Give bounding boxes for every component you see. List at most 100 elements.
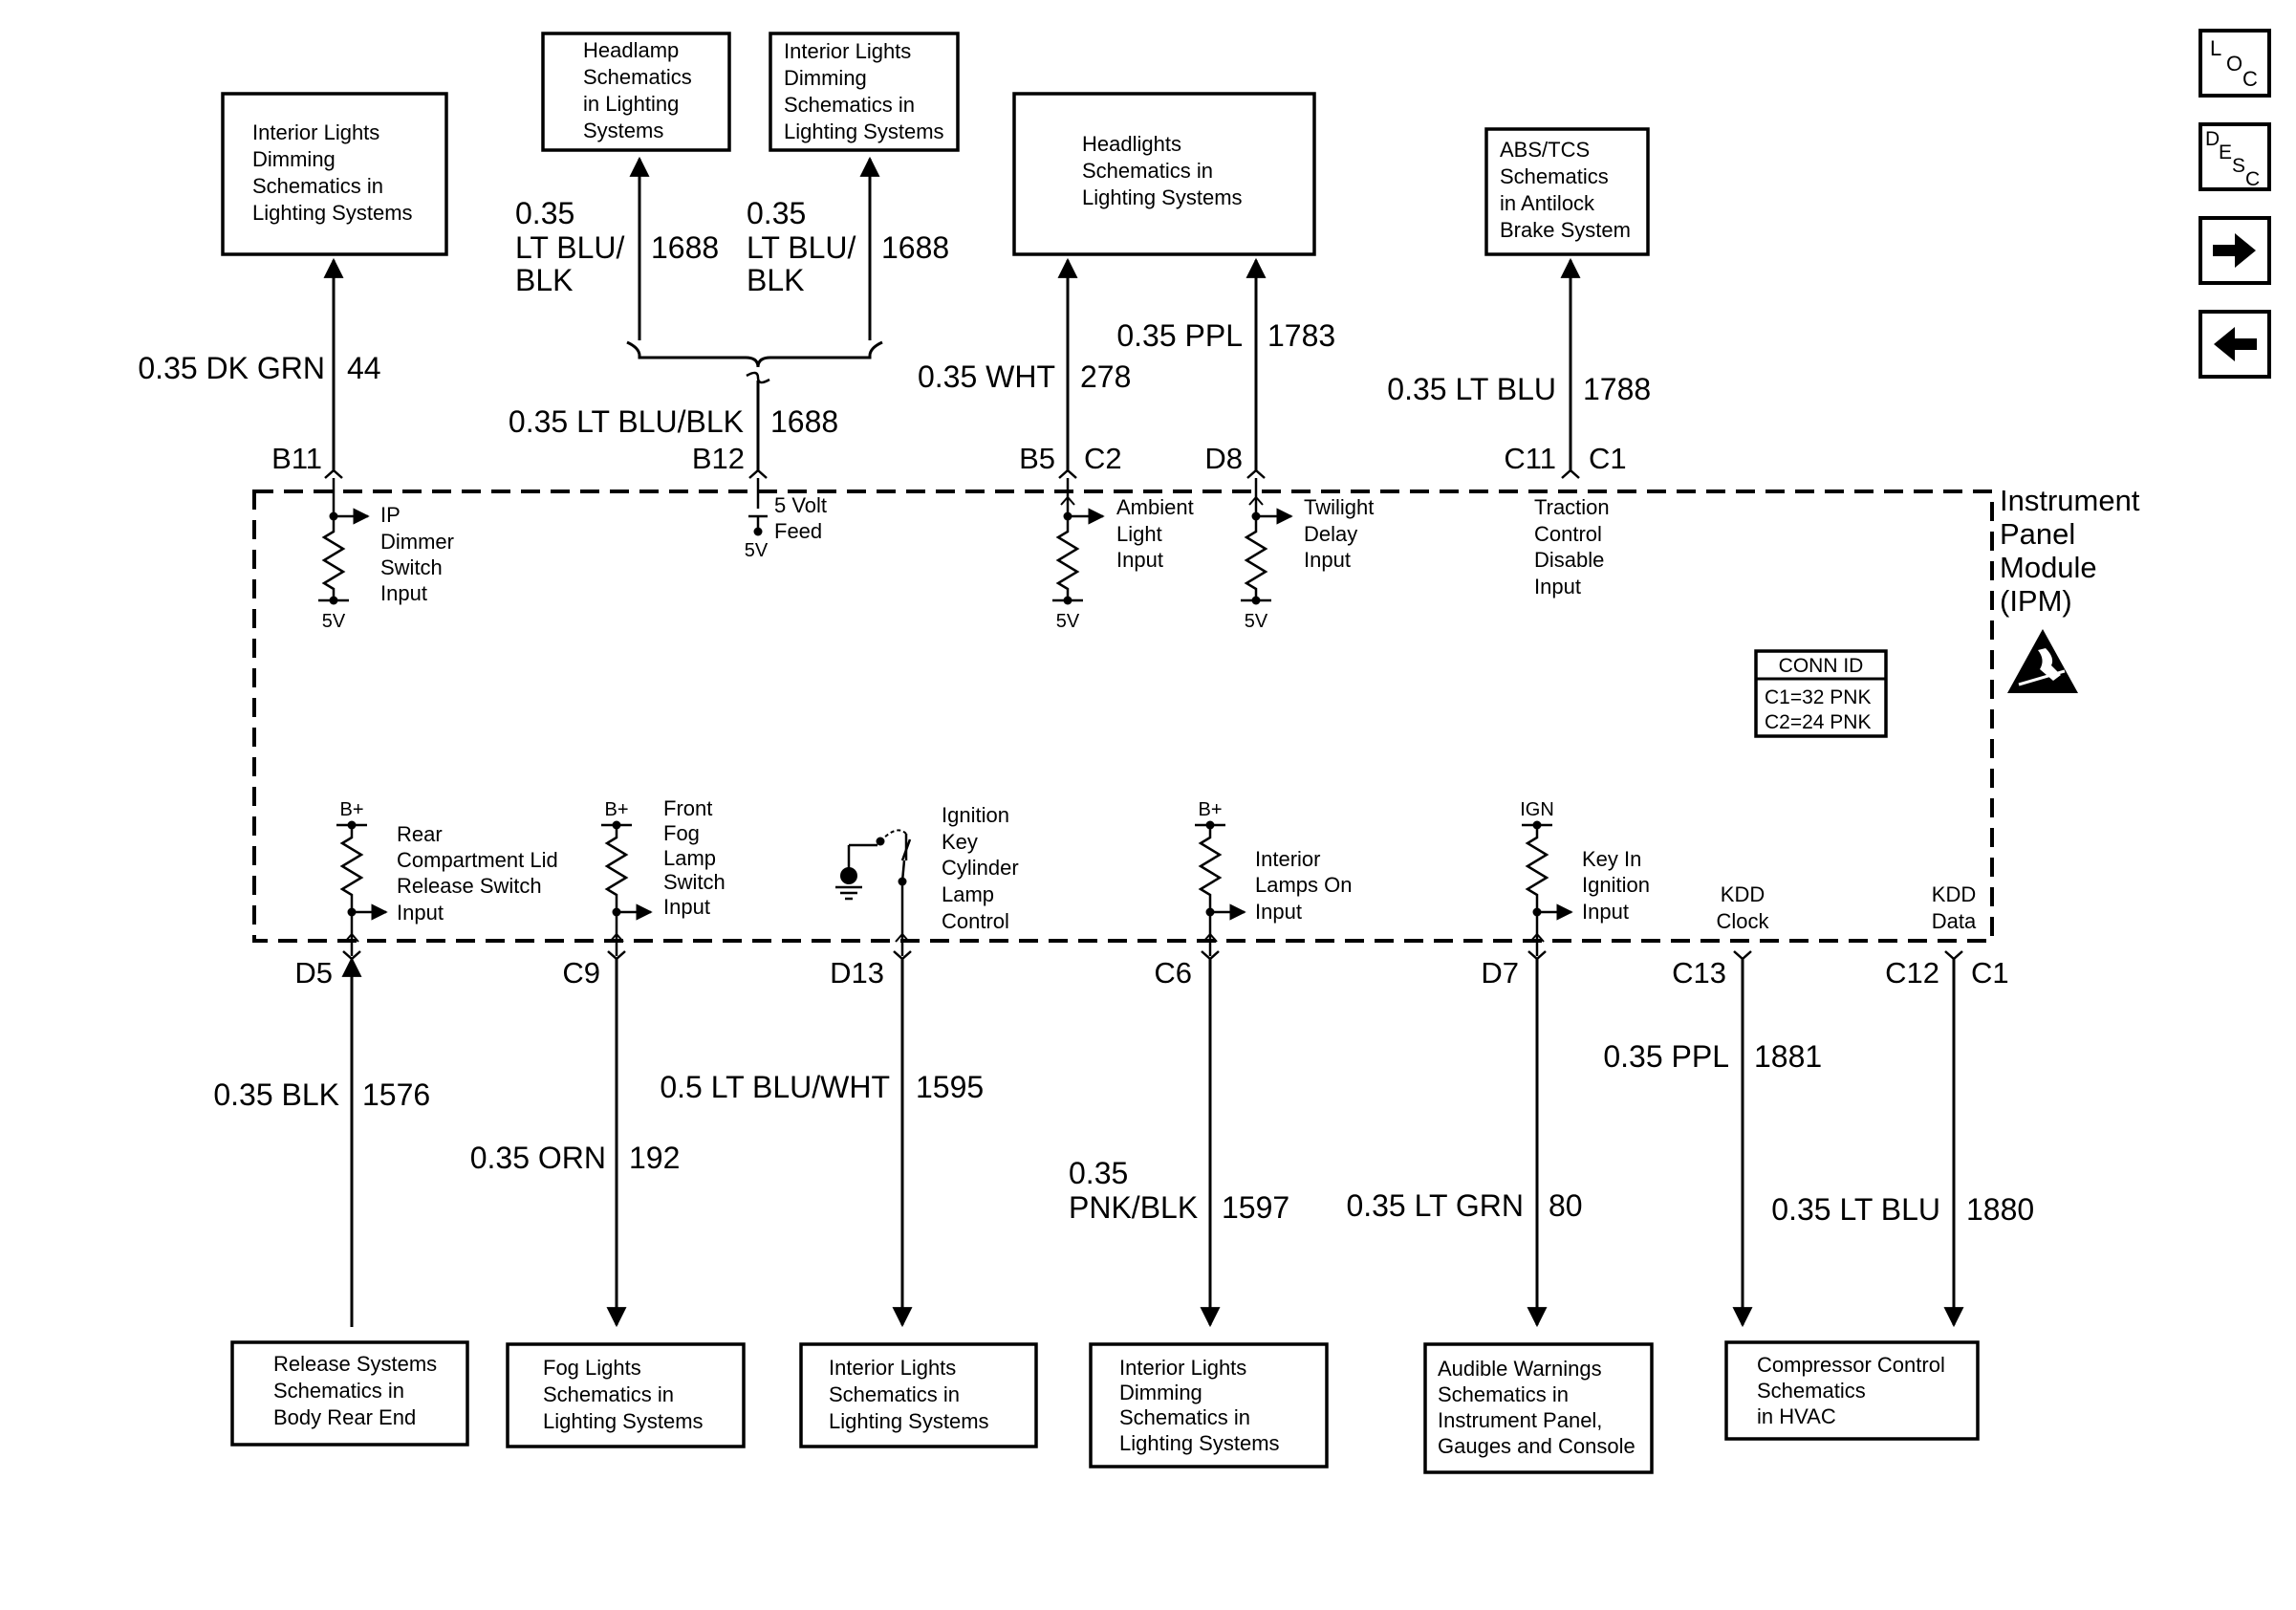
supply-label: B+ <box>604 799 628 820</box>
bottom-box-fog-lights: Fog Lights Schematics in Lighting System… <box>506 1342 746 1448</box>
circuit-number: 1783 <box>1267 318 1335 353</box>
box-text: Schematics <box>1757 1379 1866 1403</box>
internal-rear-compartment: B+ Rear Compartment Lid Release Switch I… <box>336 799 558 956</box>
arrow-right-icon <box>2213 233 2256 268</box>
top-box-interior-lights-dimming-2: Interior Lights Dimming Schematics in Li… <box>769 32 960 152</box>
box-text: Lighting Systems <box>543 1409 704 1433</box>
wire-size-color-label: 0.35 DK GRN <box>138 351 325 385</box>
wire-d13: D13 0.5 LT BLU/WHT 1595 <box>660 950 984 1328</box>
input-label: Input <box>1534 575 1581 598</box>
box-text: Headlamp <box>583 38 679 62</box>
wire-b12: 0.35 LT BLU/BLK 1688 B12 <box>509 381 838 479</box>
input-label: Key <box>942 830 978 854</box>
supply-label: B+ <box>1198 799 1222 820</box>
input-label: Input <box>1116 548 1163 572</box>
supply-label: 5V <box>745 540 769 561</box>
module-name: Instrument <box>2000 484 2140 517</box>
internal-ambient-light: 5V Ambient Light Input <box>1052 478 1194 632</box>
box-text: Interior Lights <box>784 39 911 63</box>
box-text: ABS/TCS <box>1500 138 1590 162</box>
input-label: Ignition <box>942 803 1009 827</box>
input-label: Key In <box>1582 847 1641 871</box>
box-text: Schematics in <box>784 93 915 117</box>
input-label: Dimmer <box>380 530 454 554</box>
internal-key-in-ignition: IGN Key In Ignition Input <box>1520 799 1650 956</box>
circuit-number: 1788 <box>1583 372 1651 406</box>
box-text: in HVAC <box>1757 1404 1836 1428</box>
connector-label: C2 <box>1084 442 1122 475</box>
wire-color-label: LT BLU/ <box>515 230 625 265</box>
desc-letter: E <box>2219 141 2232 163</box>
pin-label: D7 <box>1481 956 1519 990</box>
top-box-headlights: Headlights Schematics in Lighting System… <box>1012 92 1316 256</box>
wire-interior-dimming-branch: 0.35 LT BLU/ BLK 1688 <box>747 156 949 340</box>
supply-label: 5V <box>1056 611 1080 632</box>
bottom-box-audible-warnings: Audible Warnings Schematics in Instrumen… <box>1423 1342 1654 1474</box>
box-text: Body Rear End <box>273 1405 416 1429</box>
input-label: Ignition <box>1582 873 1650 897</box>
loc-button[interactable]: L O C <box>2199 29 2271 98</box>
box-text: in Antilock <box>1500 191 1595 215</box>
bottom-box-interior-lights: Interior Lights Schematics in Lighting S… <box>799 1342 1038 1448</box>
box-text: Lighting Systems <box>1119 1431 1280 1455</box>
internal-interior-lamps-on: B+ Interior Lamps On Input <box>1195 799 1353 956</box>
box-text: Schematics in <box>829 1382 960 1406</box>
wire-d8: 0.35 PPL 1783 D8 <box>1116 257 1335 479</box>
supply-label: 5V <box>1245 611 1268 632</box>
input-label: Cylinder <box>942 856 1019 880</box>
conn-id-row: C1=32 PNK <box>1765 686 1871 708</box>
circuit-number: 1688 <box>770 404 838 439</box>
input-label: Data <box>1932 909 1977 933</box>
box-text: Headlights <box>1082 132 1181 156</box>
top-box-interior-lights-dimming-1: Interior Lights Dimming Schematics in Li… <box>221 92 448 256</box>
box-text: Fog Lights <box>543 1356 641 1380</box>
internal-5-volt-feed: 5V 5 Volt Feed <box>745 478 827 561</box>
pin-label: C6 <box>1154 956 1192 990</box>
input-label: Lamps On <box>1255 873 1353 897</box>
box-text: Dimming <box>252 147 336 171</box>
bottom-box-release-systems: Release Systems Schematics in Body Rear … <box>230 1340 469 1447</box>
wire-c6: C6 0.35 PNK/BLK 1597 <box>1069 950 1289 1328</box>
back-button[interactable] <box>2199 310 2271 379</box>
input-label: Release Switch <box>397 874 542 898</box>
internal-traction-control: Traction Control Disable Input <box>1534 495 1610 598</box>
input-label: Lamp <box>663 846 716 870</box>
wire-headlamp-branch: 0.35 LT BLU/ BLK 1688 <box>515 156 719 340</box>
input-label: IP <box>380 503 401 527</box>
box-text: Interior Lights <box>252 120 379 144</box>
bottom-box-interior-lights-dimming: Interior Lights Dimming Schematics in Li… <box>1089 1342 1329 1469</box>
circuit-number: 278 <box>1080 359 1131 394</box>
wire-size-color-label: 0.35 BLK <box>213 1077 339 1112</box>
module-name: Panel <box>2000 517 2075 551</box>
box-text: Schematics in <box>273 1379 404 1403</box>
pin-label: C12 <box>1885 956 1939 990</box>
box-text: Lighting Systems <box>784 120 944 143</box>
wire-c9: C9 0.35 ORN 192 <box>470 950 680 1328</box>
input-label: Disable <box>1534 548 1604 572</box>
wire-c12: C12 C1 0.35 LT BLU 1880 <box>1771 950 2034 1328</box>
supply-label: IGN <box>1520 799 1554 820</box>
circuit-number: 1576 <box>362 1077 430 1112</box>
wire-size-label: 0.35 <box>747 196 806 230</box>
box-text: Lighting Systems <box>1082 185 1243 209</box>
box-text: Systems <box>583 119 663 142</box>
pin-label: D8 <box>1204 442 1243 475</box>
circuit-number: 1880 <box>1966 1192 2034 1227</box>
forward-button[interactable] <box>2199 216 2271 285</box>
desc-button[interactable]: D E S C <box>2199 122 2271 191</box>
module-name: Module <box>2000 551 2097 584</box>
wire-b5: 0.35 WHT 278 B5 C2 <box>918 257 1131 479</box>
input-label: Input <box>663 895 710 919</box>
internal-front-fog: B+ Front Fog Lamp Switch Input <box>601 796 726 956</box>
supply-label: 5V <box>322 611 346 632</box>
wire-d7: D7 0.35 LT GRN 80 <box>1346 950 1583 1328</box>
arrow-left-icon <box>2214 327 2257 361</box>
input-label: Lamp <box>942 882 994 906</box>
input-label: Switch <box>380 555 443 579</box>
pin-label: C13 <box>1672 956 1726 990</box>
loc-letter: C <box>2242 67 2258 91</box>
desc-letter: S <box>2232 155 2245 177</box>
box-text: Schematics in <box>1082 159 1213 183</box>
wire-size-color-label: 0.35 LT BLU <box>1387 372 1556 406</box>
input-label: Input <box>397 901 444 925</box>
